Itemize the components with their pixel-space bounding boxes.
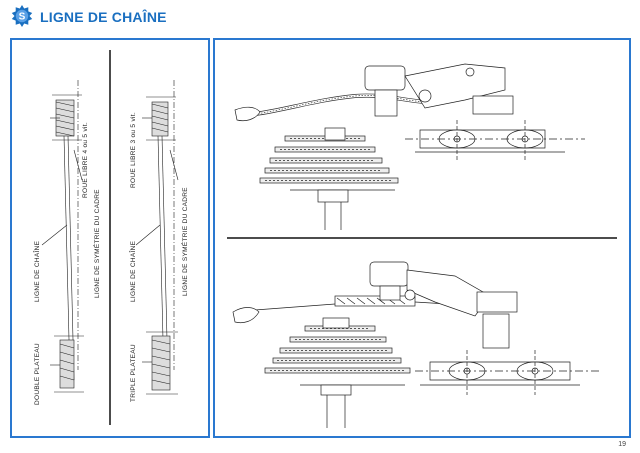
triple-chainring-diagram — [135, 80, 179, 395]
upper-derailleur-figure — [234, 63, 585, 230]
chain-line-schematics-panel: ROUE LIBRE 4 ou 5 vit. LIGNE DE SYMÉTRIE… — [10, 38, 210, 438]
chain-line-schematics — [41, 50, 179, 425]
label-roue-libre-1: ROUE LIBRE 4 ou 5 vit. — [82, 122, 89, 198]
page-number: 19 — [618, 441, 626, 448]
label-ligne-symetrie-2: LIGNE DE SYMÉTRIE DU CADRE — [182, 187, 189, 296]
lower-derailleur-figure — [232, 261, 600, 428]
logo-letter: S — [19, 12, 26, 23]
brand-logo-icon: S — [11, 5, 33, 27]
label-ligne-symetrie-1: LIGNE DE SYMÉTRIE DU CADRE — [94, 189, 101, 298]
page-title: LIGNE DE CHAÎNE — [40, 9, 167, 25]
label-ligne-chaine-1: LIGNE DE CHAÎNE — [34, 240, 41, 302]
derailleur-drawings-panel — [213, 38, 631, 438]
derailleur-drawings — [227, 63, 617, 428]
label-roue-libre-2: ROUE LIBRE 3 ou 5 vit. — [130, 112, 137, 188]
label-plateau-1: DOUBLE PLATEAU — [34, 343, 41, 405]
label-plateau-2: TRIPLE PLATEAU — [130, 344, 137, 402]
double-chainring-diagram — [41, 80, 84, 393]
label-ligne-chaine-2: LIGNE DE CHAÎNE — [130, 240, 137, 302]
